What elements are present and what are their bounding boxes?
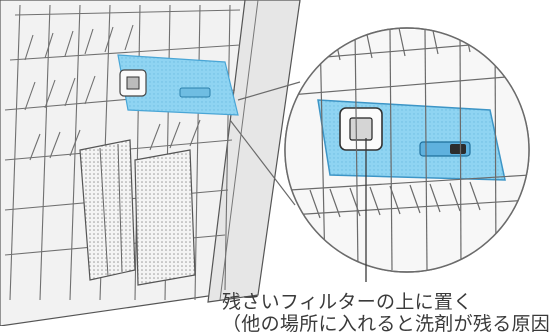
zoom-connector-top bbox=[237, 81, 301, 101]
filter-highlight-small bbox=[117, 54, 239, 116]
dishwasher-illustration bbox=[0, 0, 530, 326]
detergent-cartridge-icon bbox=[339, 107, 383, 151]
cutlery-basket bbox=[79, 139, 196, 286]
caption-line-2: （他の場所に入れると洗剤が残る原因 bbox=[222, 313, 551, 335]
zoom-connector-bottom bbox=[229, 119, 296, 206]
caption-line-1: 残さいフィルターの上に置く bbox=[222, 291, 473, 313]
zoom-circle bbox=[284, 27, 530, 273]
